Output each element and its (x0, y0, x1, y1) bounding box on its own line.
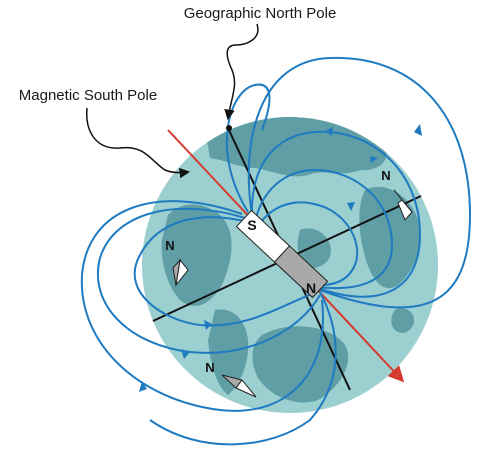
field-line-top (225, 83, 271, 213)
field-line-mid-left (97, 207, 321, 354)
landmass-islands (391, 308, 415, 333)
magnetic-south-pole-label: Magnetic South Pole (19, 87, 157, 104)
magnetic-south-pointer (86, 107, 191, 179)
field-arrow-7 (370, 156, 378, 163)
compass-needle-left: N (165, 238, 189, 287)
field-arrow-6 (139, 381, 147, 392)
compass-needle-bottom: N (205, 360, 257, 398)
field-line-mid-right (250, 130, 422, 298)
landmass-center (297, 228, 331, 268)
magnet-south-letter: S (247, 217, 256, 233)
field-arrow-1 (414, 124, 422, 136)
geographic-north-dot (226, 125, 232, 131)
field-line-outer-right (247, 56, 472, 309)
field-line-bottom (149, 291, 337, 446)
landmass-south (252, 326, 349, 403)
compass-letter-left: N (165, 238, 174, 253)
field-line-outer-left (80, 200, 324, 412)
field-line-inner-right (254, 168, 394, 290)
field-arrow-2 (325, 127, 333, 136)
geographic-north-pointer (224, 23, 259, 121)
bar-magnet (235, 209, 329, 299)
field-arrow-3 (347, 202, 355, 211)
compass-letter-bottom: N (205, 360, 214, 375)
compass-needle-right: N (381, 168, 413, 221)
field-arrowheads (139, 124, 422, 392)
magnet-north-half (273, 245, 329, 299)
field-line-innermost-right (257, 201, 359, 287)
geographic-north-pole-label: Geographic North Pole (184, 5, 337, 22)
compass-letter-right: N (381, 168, 390, 183)
field-lines (80, 56, 472, 446)
magnet-north-letter: N (306, 280, 316, 296)
field-arrow-4 (204, 320, 212, 330)
field-arrow-5 (181, 349, 190, 359)
landmass-north (205, 117, 387, 177)
field-line-inner-left (133, 216, 319, 327)
